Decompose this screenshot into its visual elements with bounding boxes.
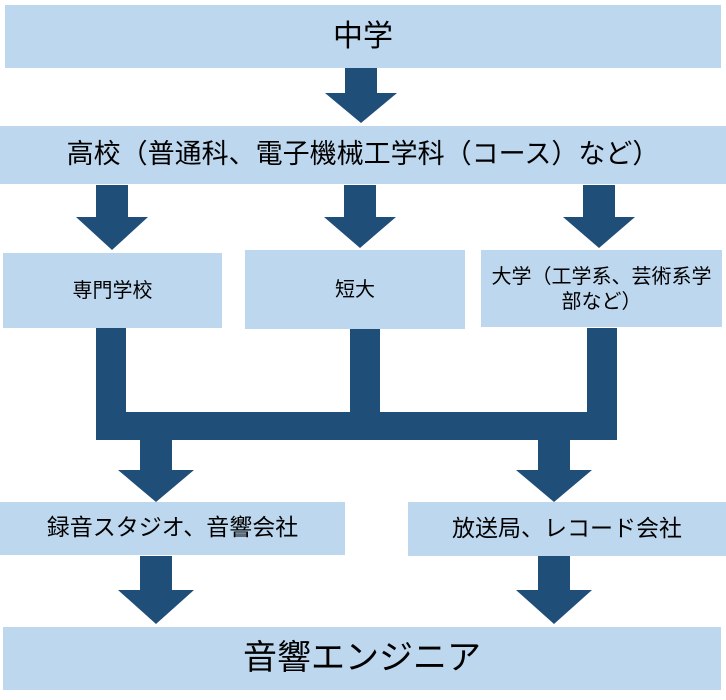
merge-bar-horizontal — [96, 412, 617, 440]
vocational-school-box: 専門学校 — [3, 253, 222, 328]
arrow-junior-to-high — [325, 68, 397, 123]
arrow-merge-to-broadcast — [516, 440, 592, 502]
junior-college-box: 短大 — [245, 250, 465, 329]
arrow-recording-to-goal — [118, 556, 194, 624]
recording-studio-box: 録音スタジオ、音響会社 — [0, 502, 345, 555]
junior-high-label: 中学 — [333, 18, 393, 54]
sound-engineer-label: 音響エンジニア — [243, 638, 481, 679]
broadcast-station-box: 放送局、レコード会社 — [408, 502, 726, 556]
university-label: 大学（工学系、芸術系学部など） — [491, 263, 712, 313]
arrow-broadcast-to-goal — [516, 556, 592, 624]
arrow-merge-to-recording — [118, 440, 194, 502]
sound-engineer-box: 音響エンジニア — [3, 627, 721, 690]
high-school-box: 高校（普通科、電子機械工学科（コース）など） — [0, 126, 726, 184]
arrow-high-to-tandai — [324, 185, 396, 248]
junior-high-box: 中学 — [5, 5, 721, 68]
high-school-label: 高校（普通科、電子機械工学科（コース）など） — [66, 139, 660, 171]
vocational-school-label: 専門学校 — [72, 278, 153, 302]
recording-studio-label: 録音スタジオ、音響会社 — [46, 515, 299, 542]
junior-college-label: 短大 — [335, 277, 375, 301]
arrow-high-to-senmon — [76, 185, 148, 250]
university-box: 大学（工学系、芸術系学部など） — [481, 250, 722, 327]
broadcast-station-label: 放送局、レコード会社 — [452, 515, 682, 542]
arrow-high-to-daigaku — [563, 185, 635, 248]
merge-bar-tandai — [350, 328, 380, 416]
